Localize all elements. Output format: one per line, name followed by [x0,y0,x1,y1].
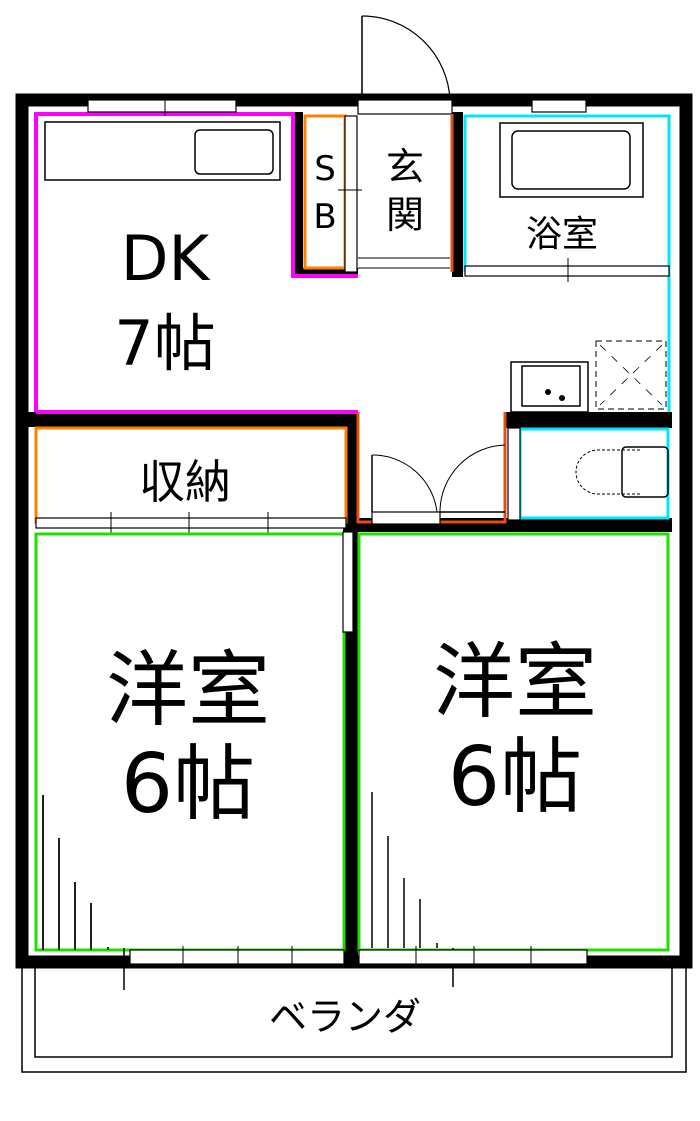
balcony-label: ベランダ [269,995,421,1039]
balcony-window-right[interactable] [358,949,588,965]
room-western-left: 洋室 6帖 [34,531,354,990]
entrance: 玄 関 [357,15,454,272]
western-right-size: 6帖 [448,730,582,825]
entrance-label-2: 関 [386,193,424,237]
room-door[interactable] [371,454,441,525]
dk-size: 7帖 [114,307,215,380]
bathtub [499,122,644,198]
kitchen-sink [194,129,274,175]
shoebox-label-b: B [313,197,336,237]
western-left-size: 6帖 [121,737,255,832]
western-right-name: 洋室 [433,635,597,730]
dk-name: DK [121,222,211,295]
window[interactable] [87,99,237,113]
balcony-window-left[interactable] [129,949,345,965]
storage-label: 収納 [139,455,231,509]
western-left-name: 洋室 [106,643,270,738]
room-dk: DK 7帖 [34,96,358,414]
room-western-right: 洋室 6帖 [357,532,670,987]
toilet-tank [621,446,669,498]
entrance-label-1: 玄 [386,145,424,189]
room-bath: 浴室 [463,99,671,412]
washbasin [510,361,589,413]
shoebox: S B [303,114,362,273]
bath-label: 浴室 [526,214,598,255]
hallway [356,412,507,525]
entrance-door[interactable] [361,15,451,101]
washing-machine-space [595,340,667,410]
room-toilet [507,427,670,521]
shoebox-label-s: S [314,149,336,189]
toilet-door[interactable] [439,444,506,513]
room-storage: 収納 [34,426,348,534]
kitchen-counter [44,121,281,181]
